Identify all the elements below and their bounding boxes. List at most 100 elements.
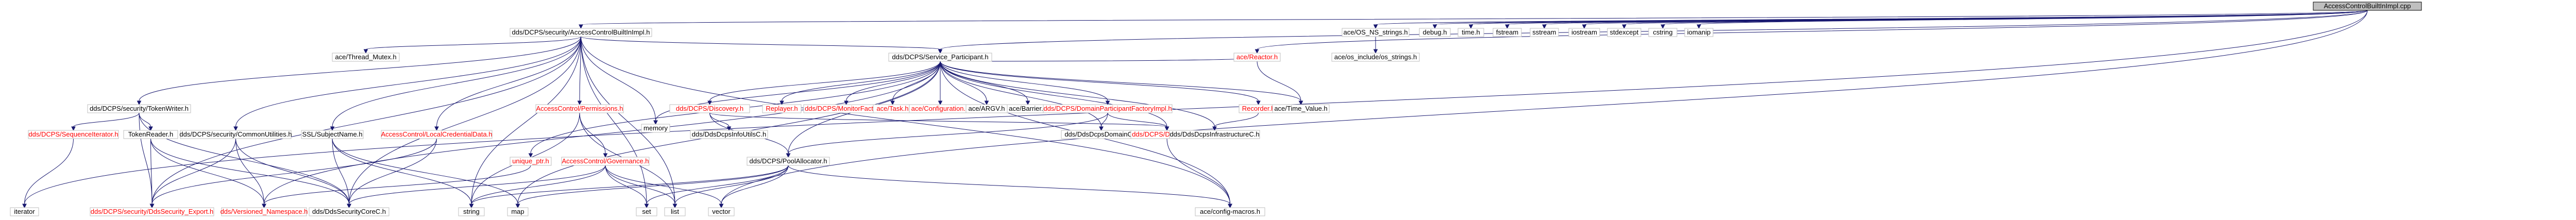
include-edge [890,61,941,106]
node-label: debug.h [1423,28,1447,36]
node-label: sstream [1532,28,1556,36]
node-iostream[interactable]: iostream [1568,28,1600,37]
node-ace-time-value[interactable]: ace/Time_Value.h [1272,104,1330,113]
node-unique-ptr[interactable]: unique_ptr.h [510,157,552,166]
node-ace-configuration[interactable]: ace/Configuration.h [909,104,972,113]
node-string[interactable]: string [458,207,485,216]
node-common-utils[interactable]: dds/DCPS/security/CommonUtilities.h [179,130,292,139]
node-dds-security-core[interactable]: dds/DdsSecurityCoreC.h [309,207,389,216]
node-label: TokenReader.h [128,130,173,138]
include-edge [1697,10,2368,29]
node-ace-arch[interactable]: ace/ARGV.h [965,104,1008,113]
node-map[interactable]: map [507,207,529,216]
include-edge [1166,138,1232,209]
node-set[interactable]: set [636,207,657,216]
node-ace-config-macros[interactable]: ace/config-macros.h [1195,207,1265,216]
node-label: dds/Versioned_Namespace.h [221,208,308,215]
node-versioned-ns[interactable]: dds/Versioned_Namespace.h [221,207,308,216]
node-vector[interactable]: vector [708,207,735,216]
node-fstream[interactable]: fstream [1493,28,1522,37]
node-list[interactable]: list [664,207,686,216]
include-edge [653,61,941,125]
node-label: AccessControlBuiltInImpl.cpp [2324,2,2411,10]
node-label: AccessControl/Governance.h [562,157,649,165]
node-token-reader[interactable]: TokenReader.h [123,130,178,139]
include-edge [1107,112,1170,131]
node-ac-local-cred[interactable]: AccessControl/LocalCredentialData.h [381,130,493,139]
node-label: dds/DdsSecurityCoreC.h [312,208,386,215]
node-ac-governance[interactable]: AccessControl/Governance.h [561,157,650,166]
node-discovery[interactable]: dds/DCPS/Discovery.h [669,104,750,113]
include-edge [581,36,677,209]
include-edge [22,10,2368,209]
node-ace-reactor[interactable]: ace/Reactor.h [1233,53,1281,62]
include-edge [22,138,74,209]
include-edge [233,36,581,131]
node-label: unique_ptr.h [512,157,549,165]
include-edge [940,61,1261,106]
node-sstream[interactable]: sstream [1530,28,1559,37]
include-edge [1099,112,1108,131]
node-label: AccessControl/LocalCredentialData.h [381,130,492,138]
node-label: dds/DCPS/SequenceIterator.h [28,130,118,138]
include-edge [579,10,2368,29]
node-label: ace/Configuration.h [911,105,970,112]
include-edge [469,165,606,209]
node-ace-thread-mutex[interactable]: ace/Thread_Mutex.h [332,53,400,62]
include-edge [150,138,351,209]
node-ace-os-include-strings[interactable]: ace/os_include/os_strings.h [1331,53,1420,62]
include-edge [940,61,1303,106]
node-label: dds/DCPS/security/DdsSecurity_Export.h [91,208,213,215]
node-seq-iter[interactable]: dds/DCPS/SequenceIterator.h [28,130,119,139]
node-token-writer[interactable]: dds/DCPS/security/TokenWriter.h [87,104,191,113]
node-label: SSL/SubjectName.h [302,130,362,138]
include-edge [581,36,1232,209]
node-cstring[interactable]: cstring [1648,28,1677,37]
node-iomanip[interactable]: iomanip [1684,28,1714,37]
node-time-h[interactable]: time.h [1458,28,1484,37]
include-edge [149,138,236,209]
node-ace-os-ns-strings[interactable]: ace/OS_NS_strings.h [1342,28,1410,37]
include-edge [363,36,581,54]
node-ace-barrier[interactable]: ace/Barrier.h [1007,104,1049,113]
include-edge [469,165,789,209]
node-label: dds/DCPS/security/TokenWriter.h [90,105,189,112]
node-recorder[interactable]: Recorder.h [1239,104,1278,113]
node-label: dds/DCPS/PoolAllocator.h [749,157,827,165]
node-security-export[interactable]: dds/DCPS/security/DdsSecurity_Export.h [90,207,214,216]
include-edge [262,61,941,209]
include-edge [1373,37,1378,54]
node-stdexcept[interactable]: stdexcept [1607,28,1641,37]
node-domain-c[interactable]: dds/DdsDcpsDomainC.h [1061,130,1142,139]
node-label: cstring [1653,28,1672,36]
node-label: ace/os_include/os_strings.h [1334,53,1417,61]
node-pool-alloc[interactable]: dds/DCPS/PoolAllocator.h [747,157,830,166]
node-label: vector [712,208,731,215]
include-edge [149,36,581,209]
node-memory[interactable]: memory [641,124,670,133]
node-svc-part[interactable]: dds/DCPS/Service_Participant.h [888,53,992,62]
node-label: string [463,208,480,215]
node-dds-infoutils[interactable]: dds/DdsDcpsInfoUtilsC.h [690,130,768,139]
include-edge [788,165,1232,209]
node-debug-h[interactable]: debug.h [1419,28,1451,37]
node-label: iomanip [1687,28,1711,36]
node-label: iostream [1571,28,1597,36]
node-ssl-subject[interactable]: SSL/SubjectName.h [301,130,364,139]
include-edge [1212,112,1259,131]
node-acbi-h[interactable]: dds/DCPS/security/AccessControlBuiltInIm… [510,28,652,37]
include-edge [434,36,581,131]
node-dpf-impl[interactable]: dds/DCPS/DomainParticipantFactoryImpl.h [1043,104,1173,113]
node-ac-permissions[interactable]: AccessControl/Permissions.h [535,104,624,113]
node-iterator[interactable]: iterator [10,207,39,216]
node-label: ace/Barrier.h [1009,105,1047,112]
node-label: dds/DCPS/security/AccessControlBuiltInIm… [512,28,650,36]
node-ace-task[interactable]: ace/Task.h [873,104,912,113]
node-label: ace/Thread_Mutex.h [335,53,396,61]
node-infra-c[interactable]: dds/DdsDcpsInfrastructureC.h [1169,130,1260,139]
node-replayer[interactable]: Replayer.h [762,104,802,113]
include-edge [577,36,582,106]
include-edge [347,138,437,209]
include-edge [940,61,1217,131]
node-label: ace/Task.h [876,105,908,112]
